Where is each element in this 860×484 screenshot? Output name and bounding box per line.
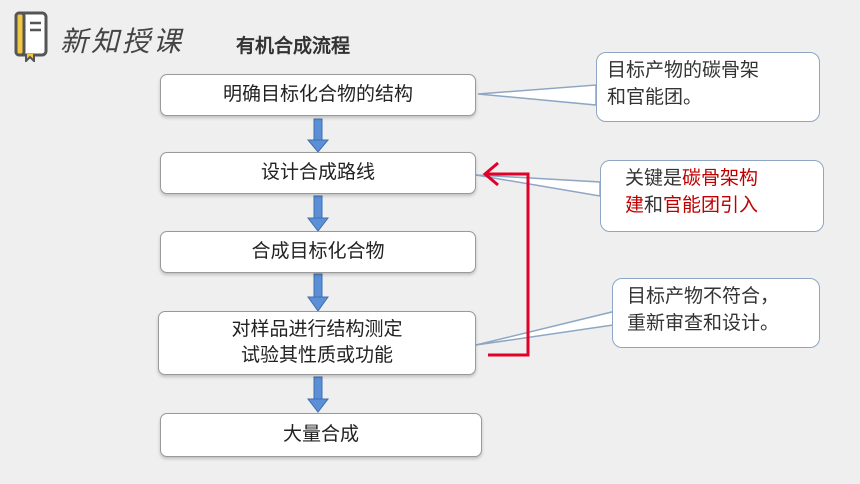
step-4-label-line2: 试验其性质或功能 [240, 344, 393, 366]
flow-title: 有机合成流程 [236, 35, 351, 57]
callout-key: 关键是碳骨架构 建和官能团引入 [600, 160, 824, 232]
step-3-label: 合成目标化合物 [251, 240, 385, 263]
callout-leader-mismatch [475, 309, 621, 346]
callout-leader-key [475, 174, 601, 197]
down-arrow-4 [306, 376, 330, 413]
step-1-box: 明确目标化合物的结构 [160, 74, 476, 116]
down-arrow-1 [306, 118, 330, 153]
callout-mismatch-line2: 重新审查和设计。 [627, 311, 780, 334]
callout-key-highlight-carbon-end: 建 [625, 193, 645, 216]
callout-mismatch-line1: 目标产物不符合， [627, 285, 780, 307]
step-5-box: 大量合成 [160, 413, 482, 457]
callout-key-middle: 和 [644, 193, 664, 216]
callout-structure-line2: 和官能团。 [607, 85, 703, 108]
callout-structure: 目标产物的碳骨架 和官能团。 [596, 52, 820, 122]
step-4-box: 对样品进行结构测定 试验其性质或功能 [158, 311, 476, 375]
callout-structure-line1: 目标产物的碳骨架 [607, 59, 760, 81]
feedback-arrow [482, 161, 530, 357]
callout-key-prefix: 关键是 [625, 167, 683, 189]
down-arrow-3 [307, 273, 329, 312]
callout-key-highlight-carbon: 碳骨架构 [682, 167, 759, 189]
step-5-label: 大量合成 [282, 423, 359, 446]
callout-leader-structure [477, 84, 597, 106]
step-1-label: 明确目标化合物的结构 [222, 83, 413, 106]
step-3-box: 合成目标化合物 [160, 231, 476, 273]
step-2-label: 设计合成路线 [260, 161, 375, 184]
section-title: 新知授课 [60, 25, 185, 58]
step-2-box: 设计合成路线 [160, 152, 476, 194]
step-4-label-line1: 对样品进行结构测定 [231, 318, 403, 341]
down-arrow-2 [306, 195, 330, 232]
callout-mismatch: 目标产物不符合， 重新审查和设计。 [612, 278, 820, 348]
book-icon [14, 11, 48, 62]
callout-key-highlight-functional: 官能团引入 [663, 193, 759, 216]
